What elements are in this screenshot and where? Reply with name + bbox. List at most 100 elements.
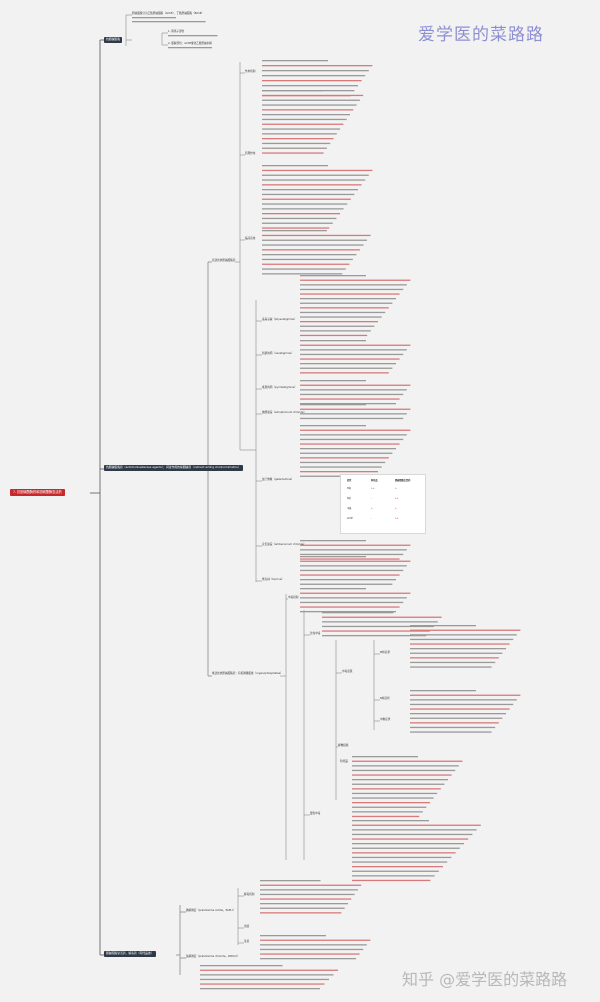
text-line xyxy=(200,983,325,985)
text-line xyxy=(262,70,369,72)
label-chronic-poisoning: 慢性中毒 xyxy=(310,812,321,815)
text-line xyxy=(352,815,420,818)
table-cell: - xyxy=(371,497,372,500)
text-line xyxy=(300,443,400,445)
table-cell: - xyxy=(371,517,372,520)
table-header-1: 阿托品 xyxy=(371,479,378,482)
text-line xyxy=(300,592,411,594)
text-line xyxy=(262,128,341,130)
table-cell: + xyxy=(395,487,397,490)
text-line xyxy=(352,879,431,882)
text-line xyxy=(262,213,340,215)
text-line xyxy=(410,625,476,627)
text-line xyxy=(300,349,407,351)
text-line xyxy=(410,694,521,696)
text-line xyxy=(352,756,418,758)
text-line xyxy=(262,99,360,101)
comparison-table: 症状 阿托品 胆碱酯酶复活药 M样+++N样-++中枢++AChE-++ xyxy=(340,474,426,534)
label-detox-mechanism: 解毒机制 xyxy=(244,893,255,896)
text-line xyxy=(300,556,366,558)
text-line xyxy=(300,574,400,576)
text-line xyxy=(300,601,404,604)
branch-irreversible[interactable]: 难逆性抗胆碱酯酶药：有机磷酸酯类（organophosphates） xyxy=(212,672,283,675)
drug-pyridostigmine[interactable]: 吡斯的明（pyridostigmine） xyxy=(262,386,297,389)
text-line xyxy=(352,833,473,836)
text-line xyxy=(300,417,404,420)
text-line xyxy=(300,569,404,572)
text-line xyxy=(262,227,330,229)
text-line xyxy=(200,988,320,990)
text-line xyxy=(260,912,342,914)
text-line xyxy=(352,843,464,845)
text-line xyxy=(352,829,477,831)
text-line xyxy=(262,208,344,210)
label-use: 用途 xyxy=(244,925,250,928)
text-line xyxy=(300,461,386,464)
text-line xyxy=(300,475,375,477)
branch-reversible[interactable]: 易逆性抗胆碱酯酶药 xyxy=(212,259,236,262)
text-line xyxy=(410,643,510,645)
text-line xyxy=(300,316,382,318)
text-line xyxy=(260,953,360,955)
text-line xyxy=(262,65,373,67)
text-line xyxy=(262,273,343,275)
text-line xyxy=(300,302,393,304)
text-line xyxy=(300,284,407,286)
table-cell: ++ xyxy=(371,487,375,490)
text-line xyxy=(260,907,345,909)
text-line xyxy=(352,852,456,854)
text-line xyxy=(300,544,411,546)
text-line xyxy=(300,583,393,585)
text-line xyxy=(352,866,443,868)
text-line xyxy=(322,625,434,628)
text-line xyxy=(300,330,371,332)
drug-ambenonium[interactable]: 安贝氯铵（ambenonium chloride） xyxy=(262,543,306,546)
text-line xyxy=(262,179,366,181)
text-line xyxy=(410,708,510,710)
table-cell: + xyxy=(371,507,373,510)
drug-physostigmine[interactable]: 毒扁豆碱（physostigmine） xyxy=(262,318,297,321)
label-symptoms: 中毒表现 xyxy=(342,670,353,673)
text-line xyxy=(200,974,334,976)
text-line xyxy=(410,713,506,715)
text-line xyxy=(300,363,396,365)
text-line xyxy=(262,189,358,191)
text-line xyxy=(262,90,323,92)
text-line xyxy=(262,142,331,145)
drug-pralidoxime-iodide[interactable]: 碘解磷定（pralidoxime iodide，PAM-I） xyxy=(186,909,236,912)
text-line xyxy=(300,279,411,281)
text-line xyxy=(300,358,400,360)
drug-galantamine[interactable]: 加兰他敏（galantamine） xyxy=(262,478,294,481)
text-line xyxy=(300,579,396,581)
text-line xyxy=(300,452,393,454)
text-line xyxy=(200,978,329,981)
text-line xyxy=(352,875,435,877)
label-clinical-use: 临床应用 xyxy=(245,237,256,240)
drug-tacrine[interactable]: 他克林（tacrine） xyxy=(262,578,285,581)
drug-edrophonium[interactable]: 依酚氯铵（edrophonium chloride） xyxy=(262,411,307,414)
text-line xyxy=(410,638,514,641)
text-line xyxy=(300,298,396,300)
text-line xyxy=(262,94,364,97)
text-line xyxy=(300,404,366,406)
drug-pralidoxime-chloride[interactable]: 氯解磷定（pralidoxime chloride，PAM-Cl） xyxy=(186,955,240,958)
label-rescue: 解救措施 xyxy=(338,744,349,747)
text-line xyxy=(260,935,326,937)
text-line xyxy=(262,147,327,149)
section-cholinesterase[interactable]: 抗胆碱酯酶 xyxy=(104,37,122,43)
text-line xyxy=(262,152,324,154)
text-line xyxy=(300,558,400,560)
root-node[interactable]: 7. 抗胆碱酯酶药和胆碱酯酶复活药 xyxy=(10,489,65,496)
text-line xyxy=(410,661,496,664)
text-line xyxy=(300,275,366,277)
section-reactivators[interactable]: 胆碱酯酶复活药，解毒药（阿托品类） xyxy=(104,951,156,957)
text-line xyxy=(300,389,407,391)
text-line xyxy=(300,471,378,473)
text-line xyxy=(352,861,448,863)
text-line xyxy=(352,856,452,859)
text-line xyxy=(262,217,337,220)
text-line xyxy=(262,123,344,125)
section-anticholinesterase-agents[interactable]: 抗胆碱酯酶药（anticholinesterase agents）：间接作用的拟… xyxy=(104,465,243,471)
drug-neostigmine[interactable]: 新斯的明（neostigmine） xyxy=(262,352,294,355)
label-pharmacology: 药理作用 xyxy=(245,152,256,155)
